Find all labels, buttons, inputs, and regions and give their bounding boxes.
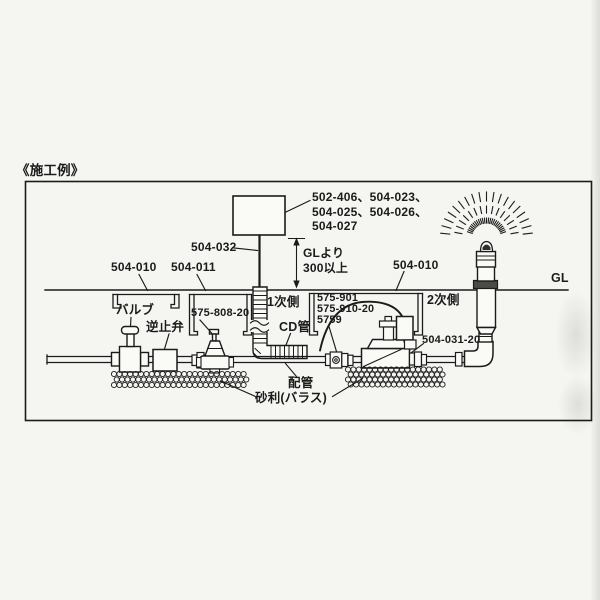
- solenoid-part-line3: 5759: [317, 313, 342, 326]
- scan-smudge: [555, 290, 597, 380]
- secondary-side-label: 2次側: [427, 293, 460, 307]
- pressure-reducing-valve-drawing: [195, 328, 235, 374]
- valve-box-mid-label: 504-011: [171, 260, 216, 274]
- check-valve-label: 逆止弁: [146, 320, 185, 334]
- controller-parts-line2: 504-025、504-026、: [312, 204, 428, 219]
- gravel-left-drawing: [110, 370, 250, 389]
- diagram-frame: [24, 180, 593, 422]
- height-note-line1: GLより: [303, 246, 345, 260]
- gravel-label: 砂利(バラス): [255, 391, 327, 405]
- valve-label: バルブ: [116, 303, 155, 317]
- conduit-part-label: 504-032: [191, 240, 237, 254]
- page-title: 《施工例》: [16, 163, 85, 178]
- gate-valve: [110, 325, 150, 373]
- page-edge-shadow: [590, 0, 600, 600]
- valve-box-left-label: 504-010: [111, 260, 157, 274]
- primary-side-label: 1次側: [267, 295, 300, 309]
- elbow-fitting-drawing: [454, 331, 494, 368]
- valve-box-right-drawing: [308, 292, 424, 336]
- height-note-label: GLより 300以上: [303, 246, 348, 276]
- leader-lines: [129, 199, 425, 398]
- solenoid-part-line1: 575-901: [317, 292, 359, 304]
- piping-label: 配管: [288, 376, 314, 390]
- solenoid-valve-drawing: [324, 315, 428, 369]
- cd-pipe-label: CD管: [279, 320, 311, 334]
- solenoid-part-line2: 575-910-20: [317, 302, 375, 315]
- controller-parts-line1: 502-406、504-023、: [312, 190, 428, 204]
- elbow-part-label: 504-031-20: [422, 334, 481, 346]
- pressure-reducing-valve-label: 575-808-20: [191, 307, 250, 319]
- valve-box-left-drawing: [112, 293, 180, 309]
- dimension-arrow: [287, 237, 306, 289]
- check-valve-drawing: [152, 348, 178, 372]
- controller-parts-line3: 504-027: [312, 219, 358, 233]
- controller-parts-label: 502-406、504-023、 504-025、504-026、 504-02…: [312, 190, 427, 234]
- solenoid-parts-label: 575-901 575-910-20 5759: [317, 293, 374, 325]
- water-spray: [440, 191, 533, 235]
- ground-level-label: GL: [551, 271, 569, 285]
- sprinkler-drawing: [472, 240, 499, 335]
- valve-box-right-label: 504-010: [393, 258, 439, 272]
- control-cable: [319, 300, 404, 352]
- gravel-right-drawing: [344, 366, 446, 388]
- controller-box: [232, 195, 286, 289]
- height-note-line2: 300以上: [303, 261, 349, 275]
